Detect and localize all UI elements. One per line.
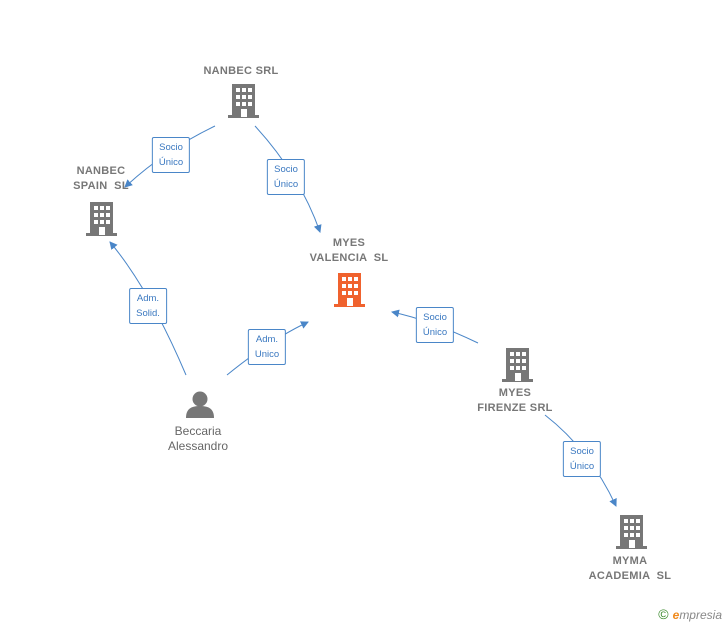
brand-footer: ©empresia (658, 606, 722, 622)
brand-logo-text: mpresia (679, 608, 722, 622)
building-icon[interactable] (228, 84, 259, 118)
edge-label-socio-unico: Socio Único (151, 137, 191, 173)
node-label-beccaria[interactable]: Beccaria Alessandro (167, 424, 229, 453)
brand-logo-initial: e (672, 608, 680, 622)
edge-label-adm-solid: Adm. Solid. (129, 288, 167, 324)
edge-label-socio-unico: Socio Único (266, 159, 306, 195)
node-label-myes-valencia[interactable]: MYES VALENCIA SL (309, 237, 389, 264)
building-icon[interactable] (616, 515, 647, 549)
building-icon[interactable] (86, 202, 117, 236)
edge-label-socio-unico: Socio Único (562, 441, 602, 477)
node-label-nanbec-srl[interactable]: NANBEC SRL (203, 65, 279, 77)
edge-label-adm-unico: Adm. Unico (247, 329, 287, 365)
node-label-nanbec-spain[interactable]: NANBEC SPAIN SL (73, 165, 129, 192)
building-icon[interactable] (334, 273, 365, 307)
edge-label-socio-unico: Socio Único (415, 307, 455, 343)
copyright-icon: © (658, 606, 669, 622)
person-icon[interactable] (186, 391, 214, 419)
node-label-myes-firenze[interactable]: MYES FIRENZE SRL (477, 387, 553, 414)
building-icon[interactable] (502, 348, 533, 382)
node-label-myma-academia[interactable]: MYMA ACADEMIA SL (588, 555, 672, 582)
